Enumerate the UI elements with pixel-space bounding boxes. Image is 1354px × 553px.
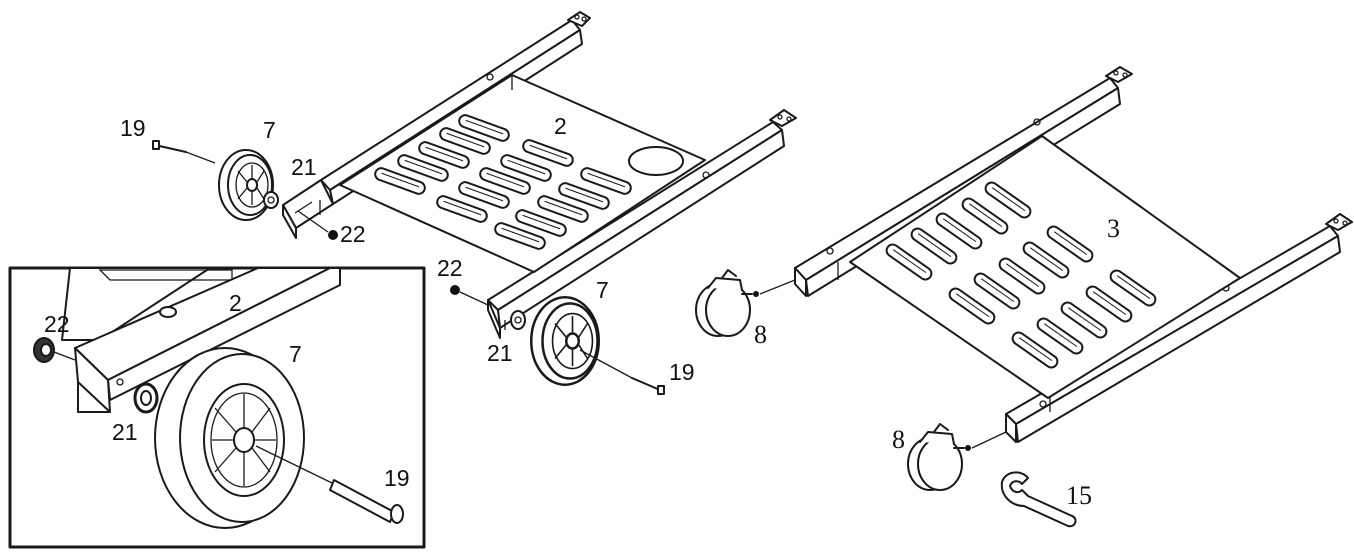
caster-bottom xyxy=(907,423,1007,491)
front-shelf-frame xyxy=(282,11,797,339)
callout-caster-top: 8 xyxy=(754,320,767,349)
callout-rear-shelf: 3 xyxy=(1107,214,1120,243)
detail-callout-wheel: 7 xyxy=(289,341,302,367)
wrench-icon xyxy=(1000,471,1077,528)
callout-caster-bottom: 8 xyxy=(892,425,905,454)
caster-top xyxy=(695,269,796,337)
callout-washer-left: 21 xyxy=(291,154,317,180)
callout-bolt-left: 19 xyxy=(120,115,146,141)
detail-callout-nut: 22 xyxy=(44,311,70,337)
callout-front-shelf: 2 xyxy=(554,113,567,139)
callout-nut-left: 22 xyxy=(340,221,366,247)
rear-shelf-frame xyxy=(794,66,1353,443)
callout-wrench: 15 xyxy=(1066,481,1092,510)
callout-wheel-right: 7 xyxy=(596,277,609,303)
detail-callout-bolt: 19 xyxy=(384,465,410,491)
callout-bolt-right: 19 xyxy=(669,359,695,385)
callout-wheel-left: 7 xyxy=(263,117,276,143)
callout-nut-right: 22 xyxy=(437,255,463,281)
left-wheel-assembly xyxy=(152,140,338,240)
detail-inset xyxy=(8,266,426,549)
right-wheel-assembly xyxy=(450,285,665,395)
detail-callout-washer: 21 xyxy=(112,419,138,445)
detail-callout-shelf: 2 xyxy=(229,290,242,316)
callout-washer-right: 21 xyxy=(487,340,513,366)
